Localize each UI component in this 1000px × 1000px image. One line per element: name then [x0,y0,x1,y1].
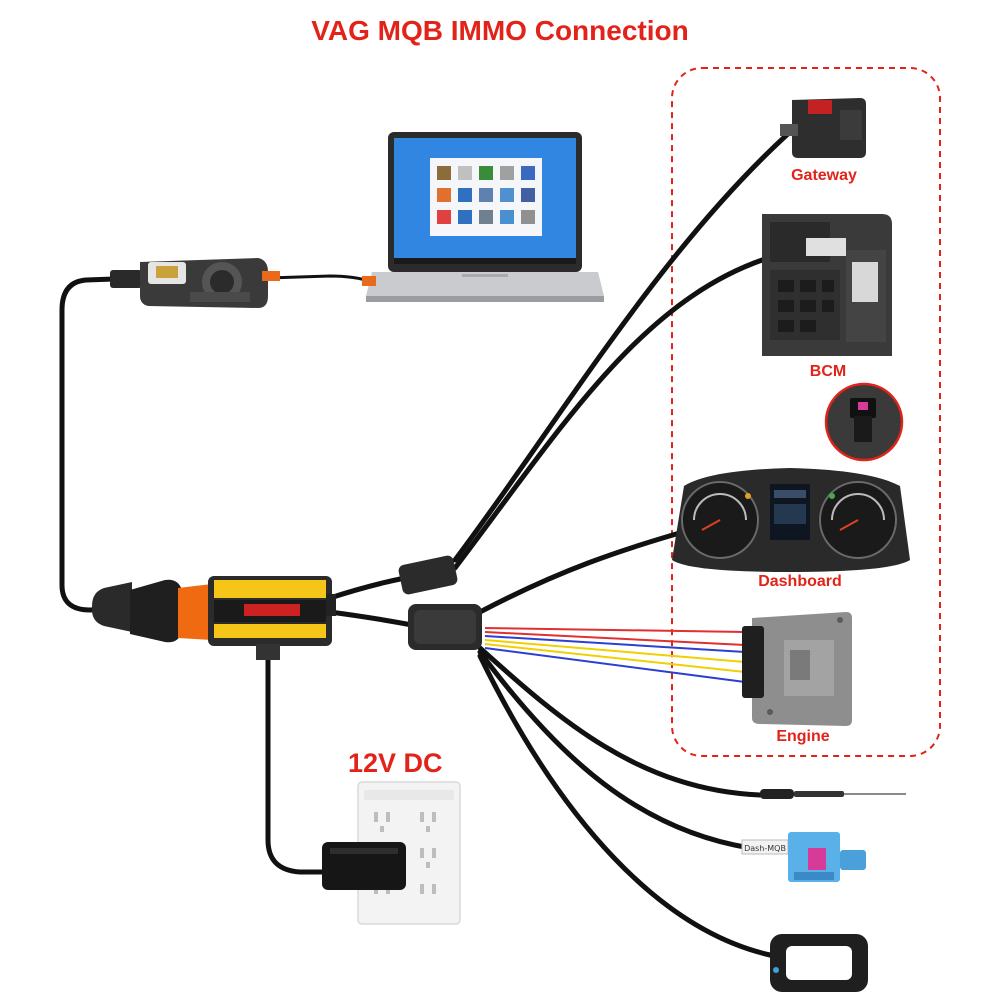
cable-power [265,647,333,875]
connector-zoom-icon [824,382,904,462]
cable-to-probe [477,645,763,798]
dashboard-cluster-icon [672,468,910,572]
key-coil-icon [770,934,868,992]
key-programmer-icon [110,258,280,308]
dashboard-label: Dashboard [758,573,842,590]
blue-connector-icon: Dash-MQB [741,832,866,882]
cable-to-dashboard [477,527,693,615]
bcm-module-icon [762,214,892,356]
engine-label: Engine [776,728,829,745]
engine-ecu-icon [742,612,852,726]
cable-to-blue-connector [477,649,753,851]
diagram-title: VAG MQB IMMO Connection [311,15,688,46]
cable-adapter-to-splitter-b [327,609,415,628]
wire-red-2 [484,631,746,646]
wire-red-1 [484,627,746,633]
adapter-tag-label: Dash-MQB [744,844,786,853]
cable-to-bcm [452,255,771,571]
gateway-module-icon [780,98,866,158]
wire-blue-2 [484,647,746,683]
laptop-icon [366,132,604,302]
wire-blue-1 [484,635,746,653]
cable-splitter-lower [408,604,482,650]
engine-signal-wires [484,627,746,683]
module-group-frame [671,67,941,757]
wire-yellow-2 [484,643,746,673]
cables [59,129,793,958]
obd-adapter-icon [92,576,336,660]
cable-to-gateway [452,129,793,563]
cable-splitter-upper [398,555,458,595]
power-adapter-icon [322,842,406,890]
bcm-label: BCM [810,363,846,380]
wire-yellow-1 [484,639,746,663]
cable-adapter-to-splitter-a [327,575,408,601]
power-label: 12V DC [348,748,443,778]
gateway-label: Gateway [791,167,857,184]
probe-pin-icon [760,789,906,799]
cable-usb-laptop [266,274,374,284]
cable-to-key-coil [477,653,773,958]
cable-programmer-to-adapter [59,275,143,613]
usb-plug-laptop [362,276,376,286]
